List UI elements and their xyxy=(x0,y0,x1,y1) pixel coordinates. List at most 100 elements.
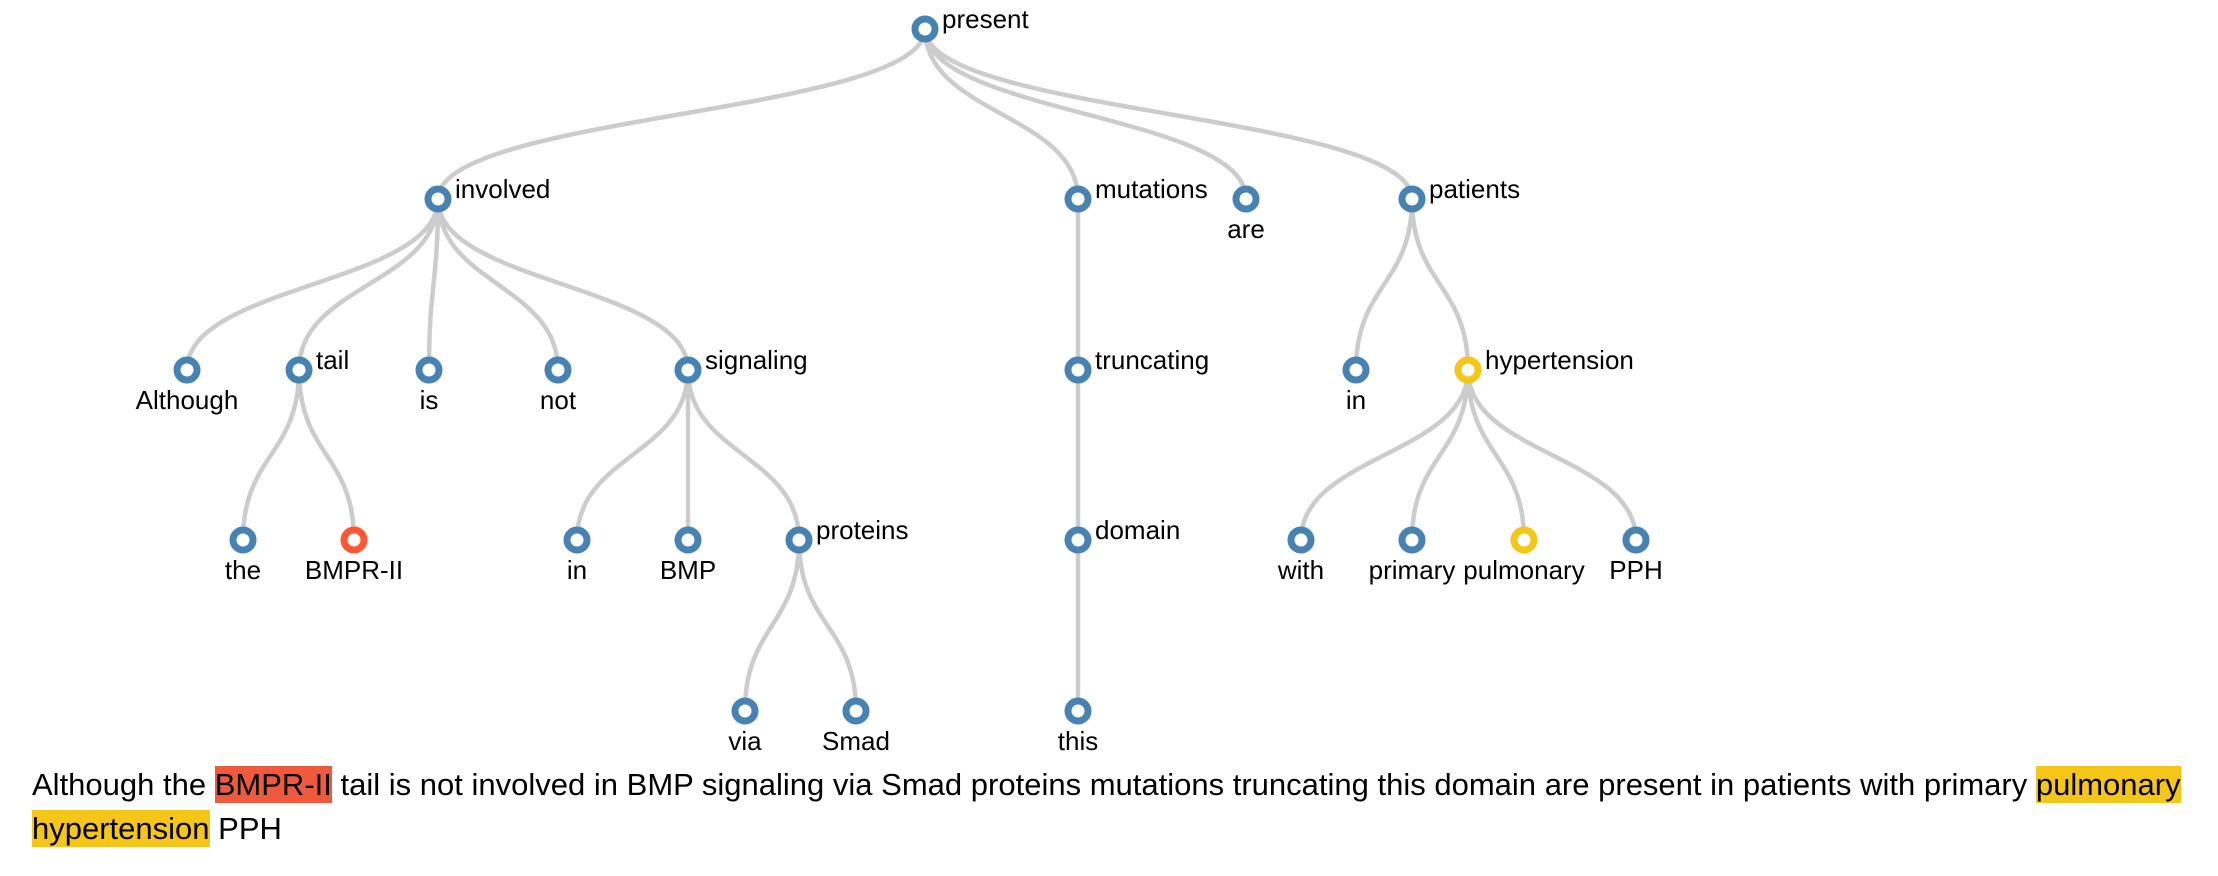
node-circle[interactable] xyxy=(1232,185,1260,213)
tree-node-bmpr[interactable]: BMPR-II xyxy=(305,526,403,585)
node-circle[interactable] xyxy=(563,526,591,554)
tree-node-hypertension[interactable]: hypertension xyxy=(1454,345,1634,384)
node-circle[interactable] xyxy=(674,526,702,554)
node-label: is xyxy=(420,385,439,415)
tree-node-primary[interactable]: primary xyxy=(1369,526,1456,585)
sentence-token: in xyxy=(1710,767,1735,802)
node-label: the xyxy=(225,555,261,585)
node-circle[interactable] xyxy=(544,356,572,384)
tree-node-with[interactable]: with xyxy=(1277,526,1324,585)
sentence-token: Smad xyxy=(881,767,963,802)
tree-nodes: present involved mutations are patientsAltho… xyxy=(136,4,1663,756)
tree-edge xyxy=(1409,369,1471,541)
tree-edge xyxy=(574,369,691,541)
node-label: Although xyxy=(136,385,239,415)
tree-edge xyxy=(922,28,1249,200)
node-label: this xyxy=(1058,726,1098,756)
tree-node-domain[interactable]: domain xyxy=(1064,515,1180,554)
node-circle[interactable] xyxy=(1342,356,1370,384)
node-circle[interactable] xyxy=(173,356,201,384)
node-circle[interactable] xyxy=(1064,526,1092,554)
tree-node-mutations[interactable]: mutations xyxy=(1064,174,1208,213)
tree-edge xyxy=(184,198,441,371)
tree-node-signaling[interactable]: signaling xyxy=(674,345,808,384)
tree-edge xyxy=(426,198,441,371)
node-circle[interactable] xyxy=(1398,526,1426,554)
node-label: with xyxy=(1277,555,1324,585)
node-circle[interactable] xyxy=(1622,526,1650,554)
sentence-token: via xyxy=(832,767,873,802)
dependency-tree: present involved mutations are patientsAltho… xyxy=(136,4,1663,756)
node-circle[interactable] xyxy=(340,526,368,554)
tree-node-proteins[interactable]: proteins xyxy=(785,515,909,554)
sentence-token: patients xyxy=(1742,767,1852,802)
node-circle[interactable] xyxy=(424,185,452,213)
tree-node-truncating[interactable]: truncating xyxy=(1064,345,1209,384)
node-circle[interactable] xyxy=(1398,185,1426,213)
tree-edge xyxy=(1298,369,1471,541)
node-circle[interactable] xyxy=(1454,356,1482,384)
gene-mention[interactable]: BMPR-II xyxy=(214,766,332,803)
node-circle[interactable] xyxy=(911,15,939,43)
disease-mention[interactable]: hypertension xyxy=(32,810,210,847)
sentence-token: present xyxy=(1598,767,1702,802)
tree-edge xyxy=(1353,198,1415,371)
tree-edge xyxy=(922,28,1415,200)
node-circle[interactable] xyxy=(285,356,313,384)
tree-node-the[interactable]: the xyxy=(225,526,261,585)
node-label: tail xyxy=(316,345,349,375)
node-circle[interactable] xyxy=(1064,356,1092,384)
tree-node-in1[interactable]: in xyxy=(563,526,591,585)
node-circle[interactable] xyxy=(842,697,870,725)
tree-node-involved[interactable]: involved xyxy=(424,174,550,213)
sentence-token: not xyxy=(419,767,463,802)
disease-mention[interactable]: pulmonary xyxy=(2035,766,2181,803)
node-circle[interactable] xyxy=(1064,185,1092,213)
tree-edge xyxy=(435,198,691,371)
node-circle[interactable] xyxy=(785,526,813,554)
tree-edge xyxy=(1409,198,1471,371)
node-label: proteins xyxy=(816,515,909,545)
node-label: patients xyxy=(1429,174,1520,204)
sentence-token: truncating xyxy=(1232,767,1369,802)
tree-node-smad[interactable]: Smad xyxy=(822,697,890,756)
sentence-token: tail xyxy=(340,767,381,802)
tree-edge xyxy=(796,539,859,712)
tree-node-pph[interactable]: PPH xyxy=(1609,526,1663,585)
tree-edge xyxy=(435,198,561,371)
tree-edge xyxy=(685,369,802,541)
sentence-token: signaling xyxy=(701,767,825,802)
tree-node-bmp[interactable]: BMP xyxy=(660,526,716,585)
node-label: mutations xyxy=(1095,174,1208,204)
tree-node-present[interactable]: present xyxy=(911,4,1029,43)
tree-node-patients[interactable]: patients xyxy=(1398,174,1520,213)
node-circle[interactable] xyxy=(731,697,759,725)
node-circle[interactable] xyxy=(415,356,443,384)
node-label: present xyxy=(942,4,1029,34)
node-circle[interactable] xyxy=(1287,526,1315,554)
tree-node-in2[interactable]: in xyxy=(1342,356,1370,415)
node-circle[interactable] xyxy=(674,356,702,384)
tree-node-this[interactable]: this xyxy=(1058,697,1098,756)
tree-node-not[interactable]: not xyxy=(540,356,577,415)
tree-node-are[interactable]: are xyxy=(1227,185,1265,244)
node-circle[interactable] xyxy=(1510,526,1538,554)
tree-node-via[interactable]: via xyxy=(728,697,762,756)
node-label: BMPR-II xyxy=(305,555,403,585)
tree-node-although[interactable]: Although xyxy=(136,356,239,415)
sentence-token: domain xyxy=(1434,767,1537,802)
tree-edge xyxy=(742,539,802,712)
sentence-token: is xyxy=(388,767,412,802)
node-label: BMP xyxy=(660,555,716,585)
node-label: in xyxy=(567,555,587,585)
tree-edge xyxy=(435,28,928,200)
tree-node-tail[interactable]: tail xyxy=(285,345,349,384)
node-circle[interactable] xyxy=(229,526,257,554)
tree-node-is[interactable]: is xyxy=(415,356,443,415)
tree-edge xyxy=(240,369,302,541)
tree-node-pulmonary[interactable]: pulmonary xyxy=(1463,526,1585,585)
node-circle[interactable] xyxy=(1064,697,1092,725)
sentence-token: in xyxy=(593,767,619,802)
node-label: in xyxy=(1346,385,1366,415)
sentence-token: primary xyxy=(1923,767,2028,802)
